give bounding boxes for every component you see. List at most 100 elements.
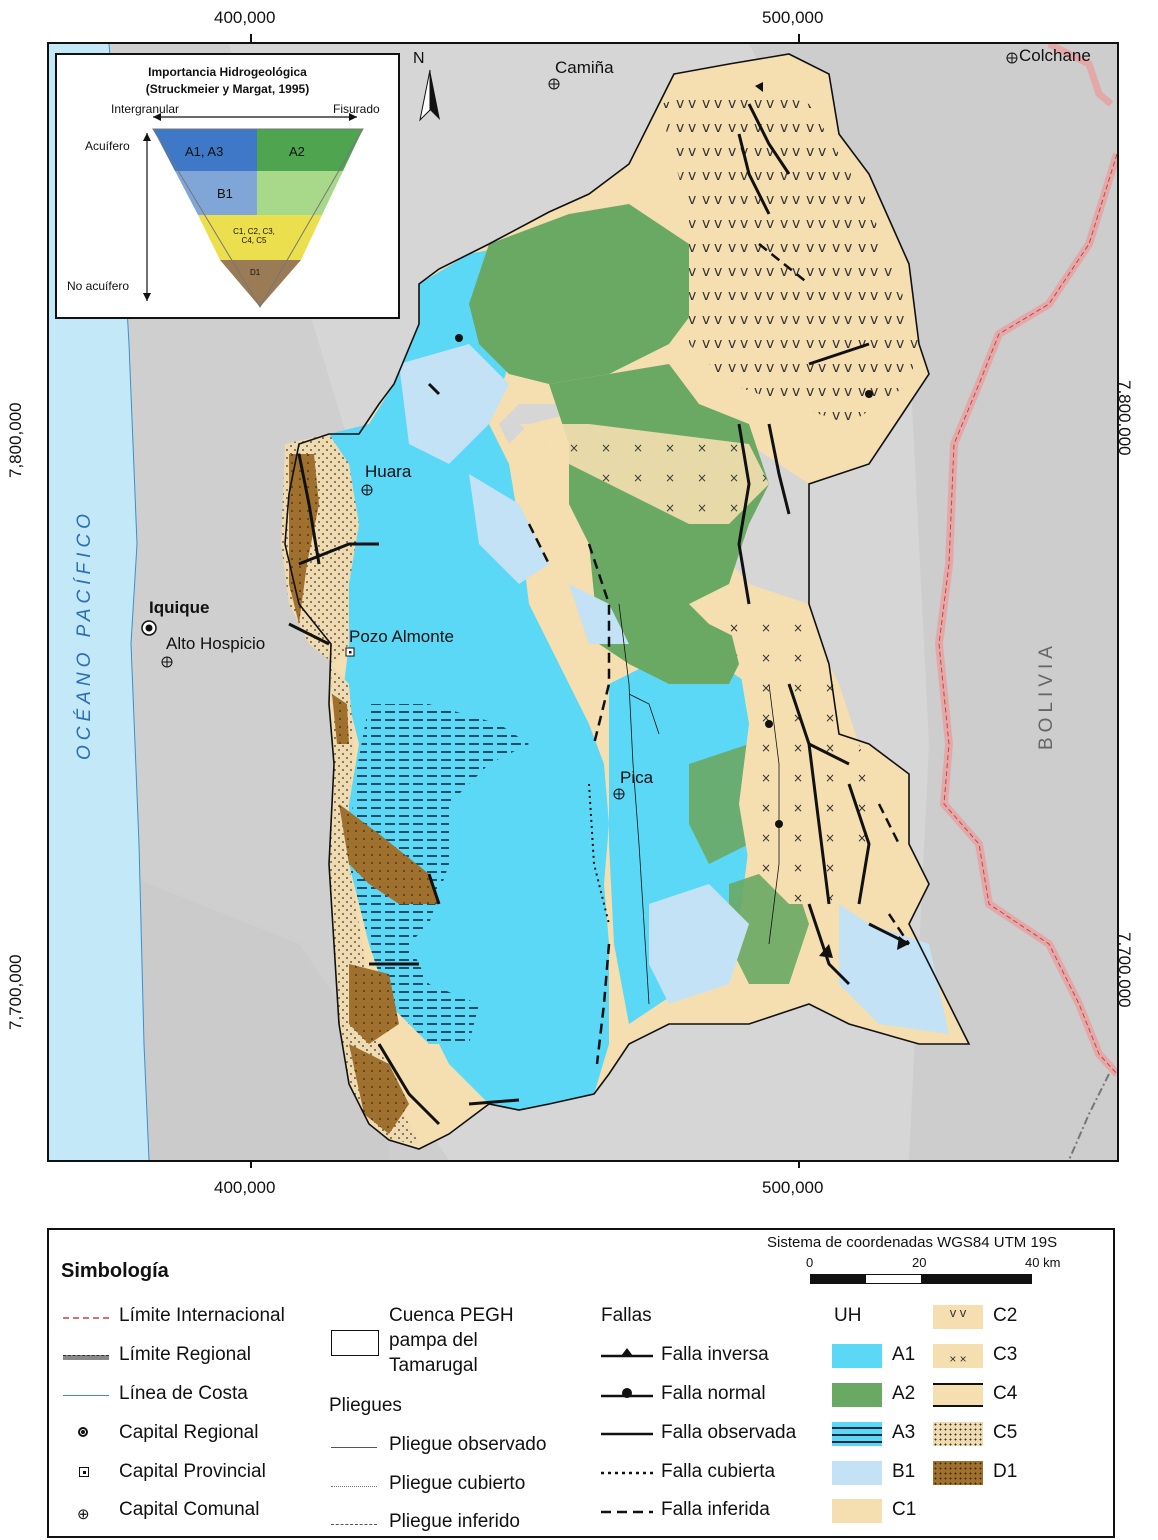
inset-cell-b1: B1 xyxy=(217,186,233,201)
tick-mark-top-500 xyxy=(798,34,800,42)
legend-swatch-a3 xyxy=(832,1422,882,1446)
legend-label-basin-line2: pampa del xyxy=(389,1330,478,1351)
coord-top-400000: 400,000 xyxy=(214,8,276,27)
legend-label-international: Límite Internacional xyxy=(119,1305,285,1326)
unit-c2 xyxy=(659,84,919,424)
inset-axis-acuifero: Acuífero xyxy=(85,139,130,153)
inset-cell-a2: A2 xyxy=(289,144,305,159)
legend-unit-d1: D1 xyxy=(993,1461,1018,1482)
legend-unit-a1: A1 xyxy=(892,1344,916,1365)
place-label-pica: Pica xyxy=(620,768,654,787)
legend-unit-c3: C3 xyxy=(993,1344,1018,1365)
coord-left-7800000: 7,800,000 xyxy=(6,402,25,478)
inset-title-line1: Importancia Hidrogeológica xyxy=(148,65,307,79)
settlement-markers xyxy=(141,52,1018,800)
unit-a3 xyxy=(349,704,529,1044)
coord-top-500000: 500,000 xyxy=(762,8,824,27)
coord-bottom-500000: 500,000 xyxy=(762,1178,824,1197)
legend-swatch-c5 xyxy=(933,1422,983,1446)
north-label: N xyxy=(413,50,425,67)
legend-label-normal-fault: Falla normal xyxy=(661,1383,766,1404)
inset-triangle-svg xyxy=(143,113,364,308)
inset-title-line2: (Struckmeier y Margat, 1995) xyxy=(145,82,310,96)
tick-mark-top-400 xyxy=(250,34,252,42)
hydrogeology-inset: Importancia Hidrogeológica (Struckmeier … xyxy=(55,53,400,319)
legend-label-fold-covered: Pliegue cubierto xyxy=(389,1473,526,1494)
place-label-colchane: Colchane xyxy=(1019,46,1091,65)
map-legend: Simbología Sistema de coordenadas WGS84 … xyxy=(47,1228,1115,1538)
legend-label-observed-fault: Falla observada xyxy=(661,1422,797,1443)
legend-label-cap-provincial: Capital Provincial xyxy=(119,1461,266,1482)
legend-label-inferred-fault: Falla inferida xyxy=(661,1499,770,1520)
legend-swatch-d1 xyxy=(933,1461,983,1485)
place-label-camina: Camiña xyxy=(555,58,614,77)
inset-cell-d1: D1 xyxy=(250,268,261,277)
legend-unit-c1: C1 xyxy=(892,1499,917,1520)
legend-label-faults: Fallas xyxy=(601,1305,652,1326)
legend-title: Simbología xyxy=(61,1260,169,1282)
legend-symbol-cap-provincial xyxy=(79,1467,89,1477)
legend-symbol-coast xyxy=(63,1395,109,1396)
legend-label-cap-comunal: Capital Comunal xyxy=(119,1499,260,1520)
legend-symbol-international xyxy=(63,1317,109,1319)
coordinate-system-label: Sistema de coordenadas WGS84 UTM 19S xyxy=(767,1234,1058,1251)
inset-cell-c: C1, C2, C3, C4, C5 xyxy=(233,227,275,245)
legend-swatch-a2 xyxy=(832,1383,882,1407)
unit-b1 xyxy=(399,344,509,464)
legend-label-inverse-fault: Falla inversa xyxy=(661,1344,769,1365)
unit-a2 xyxy=(469,204,699,384)
legend-swatch-b1 xyxy=(832,1461,882,1485)
legend-swatch-a1 xyxy=(832,1344,882,1368)
coord-left-7700000: 7,700,000 xyxy=(6,954,25,1030)
legend-label-cap-regional: Capital Regional xyxy=(119,1422,259,1443)
inset-axis-intergranular: Intergranular xyxy=(111,102,180,116)
legend-symbol-fold-covered xyxy=(331,1486,377,1487)
legend-label-coast: Línea de Costa xyxy=(119,1383,248,1404)
inset-axis-no-acuifero: No acuífero xyxy=(67,279,130,293)
legend-swatch-c2: v v xyxy=(933,1305,983,1329)
faults xyxy=(288,103,910,1126)
legend-fault-symbols xyxy=(601,1348,653,1514)
legend-label-fold-observed: Pliegue observado xyxy=(389,1434,547,1455)
legend-symbol-fold-inferred xyxy=(331,1524,377,1525)
legend-label-regional-limit: Límite Regional xyxy=(119,1344,252,1365)
unit-c3 xyxy=(729,624,879,904)
ocean-label: OCÉANO PACÍFICO xyxy=(74,509,95,760)
inset-cell-a1a3: A1, A3 xyxy=(185,144,224,159)
north-arrow-icon xyxy=(419,69,440,122)
legend-unit-c4: C4 xyxy=(993,1383,1018,1404)
place-label-huara: Huara xyxy=(365,462,412,481)
scale-label-0: 0 xyxy=(806,1255,814,1270)
legend-swatch-c1 xyxy=(832,1499,882,1523)
tick-mark-bottom-500 xyxy=(798,1160,800,1168)
legend-symbol-fold-observed xyxy=(331,1447,377,1448)
inset-axis-fisurado: Fisurado xyxy=(333,102,380,116)
scale-label-40: 40 km xyxy=(1025,1255,1061,1270)
legend-label-basin-line1: Cuenca PEGH xyxy=(389,1305,514,1326)
ocean-water xyxy=(49,44,149,1160)
legend-symbol-cap-comunal: ⊕ xyxy=(77,1506,90,1523)
legend-label-covered-fault: Falla cubierta xyxy=(661,1461,776,1482)
legend-unit-c5: C5 xyxy=(993,1422,1018,1443)
place-label-pozo-almonte: Pozo Almonte xyxy=(349,627,454,646)
coord-bottom-400000: 400,000 xyxy=(214,1178,276,1197)
legend-label-basin-line3: Tamarugal xyxy=(389,1355,478,1376)
legend-symbol-basin xyxy=(331,1330,379,1356)
legend-unit-a3: A3 xyxy=(892,1422,916,1443)
unit-d1 xyxy=(289,454,319,624)
legend-label-uh: UH xyxy=(834,1305,862,1326)
legend-swatch-c4 xyxy=(933,1383,983,1407)
tick-mark-bottom-400 xyxy=(250,1160,252,1168)
legend-unit-b1: B1 xyxy=(892,1461,916,1482)
legend-symbol-regional-limit xyxy=(63,1355,109,1360)
legend-unit-c2: C2 xyxy=(993,1305,1018,1326)
legend-symbol-cap-regional xyxy=(78,1427,88,1437)
place-label-alto-hospicio: Alto Hospicio xyxy=(166,634,266,653)
country-label-bolivia: BOLIVIA xyxy=(1036,641,1057,750)
scale-bar xyxy=(810,1274,1032,1284)
legend-unit-a2: A2 xyxy=(892,1383,916,1404)
legend-label-fold-inferred: Pliegue inferido xyxy=(389,1511,520,1532)
basin-outline xyxy=(284,53,971,1150)
legend-label-folds: Pliegues xyxy=(329,1395,402,1416)
place-label-iquique: Iquique xyxy=(149,598,210,617)
